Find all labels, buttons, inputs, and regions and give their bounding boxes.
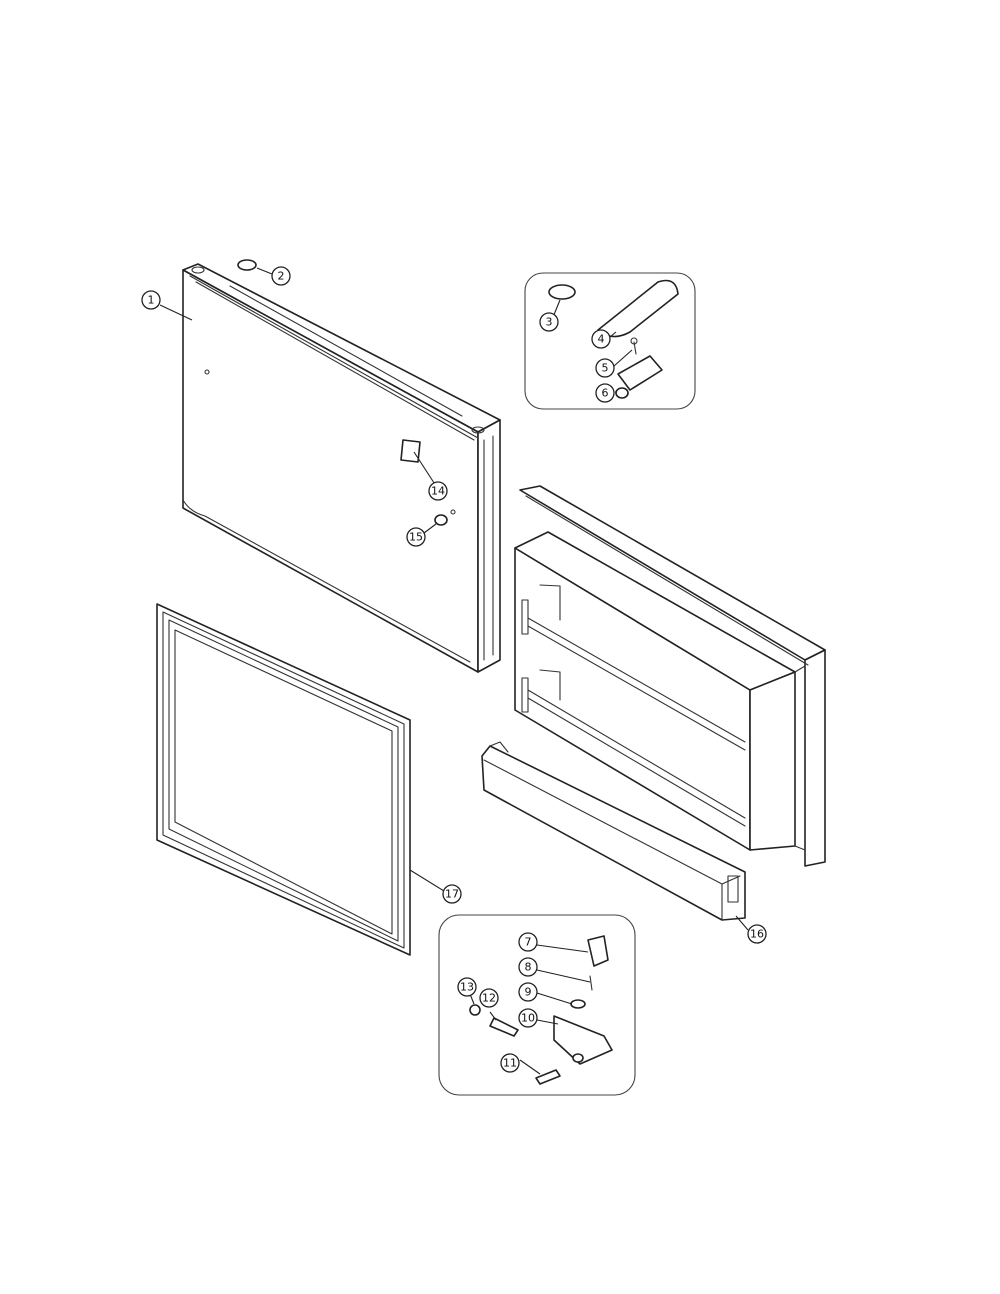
door-panel — [182, 263, 501, 673]
door-bin — [481, 741, 746, 921]
callout-15: 15 — [406, 527, 426, 547]
svg-text:16: 16 — [750, 928, 764, 941]
callout-16: 16 — [747, 924, 767, 944]
svg-text:11: 11 — [503, 1057, 517, 1070]
callout-9: 9 — [518, 982, 538, 1002]
bottom-hinge-inset — [438, 914, 636, 1096]
svg-text:6: 6 — [602, 387, 609, 400]
svg-text:12: 12 — [482, 992, 496, 1005]
callout-12: 12 — [479, 988, 499, 1008]
callout-4: 4 — [591, 329, 611, 349]
svg-text:4: 4 — [598, 333, 605, 346]
svg-text:2: 2 — [278, 270, 285, 283]
top-cap — [237, 259, 257, 271]
callout-1: 1 — [141, 290, 161, 310]
leader-lines — [159, 267, 749, 1075]
svg-text:15: 15 — [409, 531, 423, 544]
callout-3: 3 — [539, 312, 559, 332]
inner-door-liner — [514, 485, 826, 867]
callout-17: 17 — [442, 884, 462, 904]
svg-text:9: 9 — [525, 986, 532, 999]
callout-6: 6 — [595, 383, 615, 403]
callout-11: 11 — [500, 1053, 520, 1073]
svg-text:5: 5 — [602, 362, 609, 375]
callout-5: 5 — [595, 358, 615, 378]
callout-10: 10 — [518, 1008, 538, 1028]
callout-7: 7 — [518, 932, 538, 952]
svg-text:8: 8 — [525, 961, 532, 974]
svg-text:14: 14 — [431, 485, 445, 498]
callout-8: 8 — [518, 957, 538, 977]
svg-text:17: 17 — [445, 888, 459, 901]
callout-13: 13 — [457, 977, 477, 997]
svg-text:1: 1 — [148, 294, 155, 307]
door-gasket — [156, 603, 411, 956]
svg-text:3: 3 — [546, 316, 553, 329]
svg-text:10: 10 — [521, 1012, 535, 1025]
callout-2: 2 — [271, 266, 291, 286]
callout-14: 14 — [428, 481, 448, 501]
svg-text:13: 13 — [460, 981, 474, 994]
svg-text:7: 7 — [525, 936, 532, 949]
